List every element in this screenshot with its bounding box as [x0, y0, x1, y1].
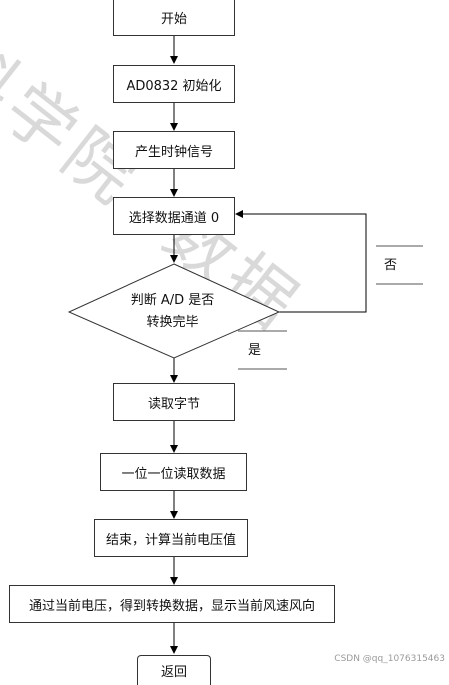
return-node: 返回: [137, 655, 211, 685]
decision-line-2: 转换完毕: [146, 315, 199, 330]
arrow-decision-no-loop: [235, 210, 367, 313]
csdn-credit: CSDN @qq_1076315463: [334, 654, 445, 664]
compute-voltage-node: 结束，计算当前电压值: [94, 519, 248, 557]
select-channel-node: 选择数据通道 0: [113, 197, 235, 235]
flow-connectors: [67, 36, 423, 654]
decision-node-text: 判断 A/D 是否 转换完毕: [100, 290, 245, 334]
clock-node: 产生时钟信号: [113, 131, 235, 169]
init-node: AD0832 初始化: [113, 65, 235, 103]
yes-edge-label: 是: [248, 343, 262, 358]
no-edge-label: 否: [384, 258, 398, 273]
read-byte-node: 读取字节: [113, 383, 235, 421]
start-node: 开始: [113, 0, 235, 36]
decision-line-1: 判断 A/D 是否: [130, 293, 215, 308]
decision-diamond: [67, 263, 281, 359]
convert-display-node: 通过当前电压，得到转换数据，显示当前风速风向: [9, 585, 335, 623]
read-bits-node: 一位一位读取数据: [100, 453, 247, 491]
